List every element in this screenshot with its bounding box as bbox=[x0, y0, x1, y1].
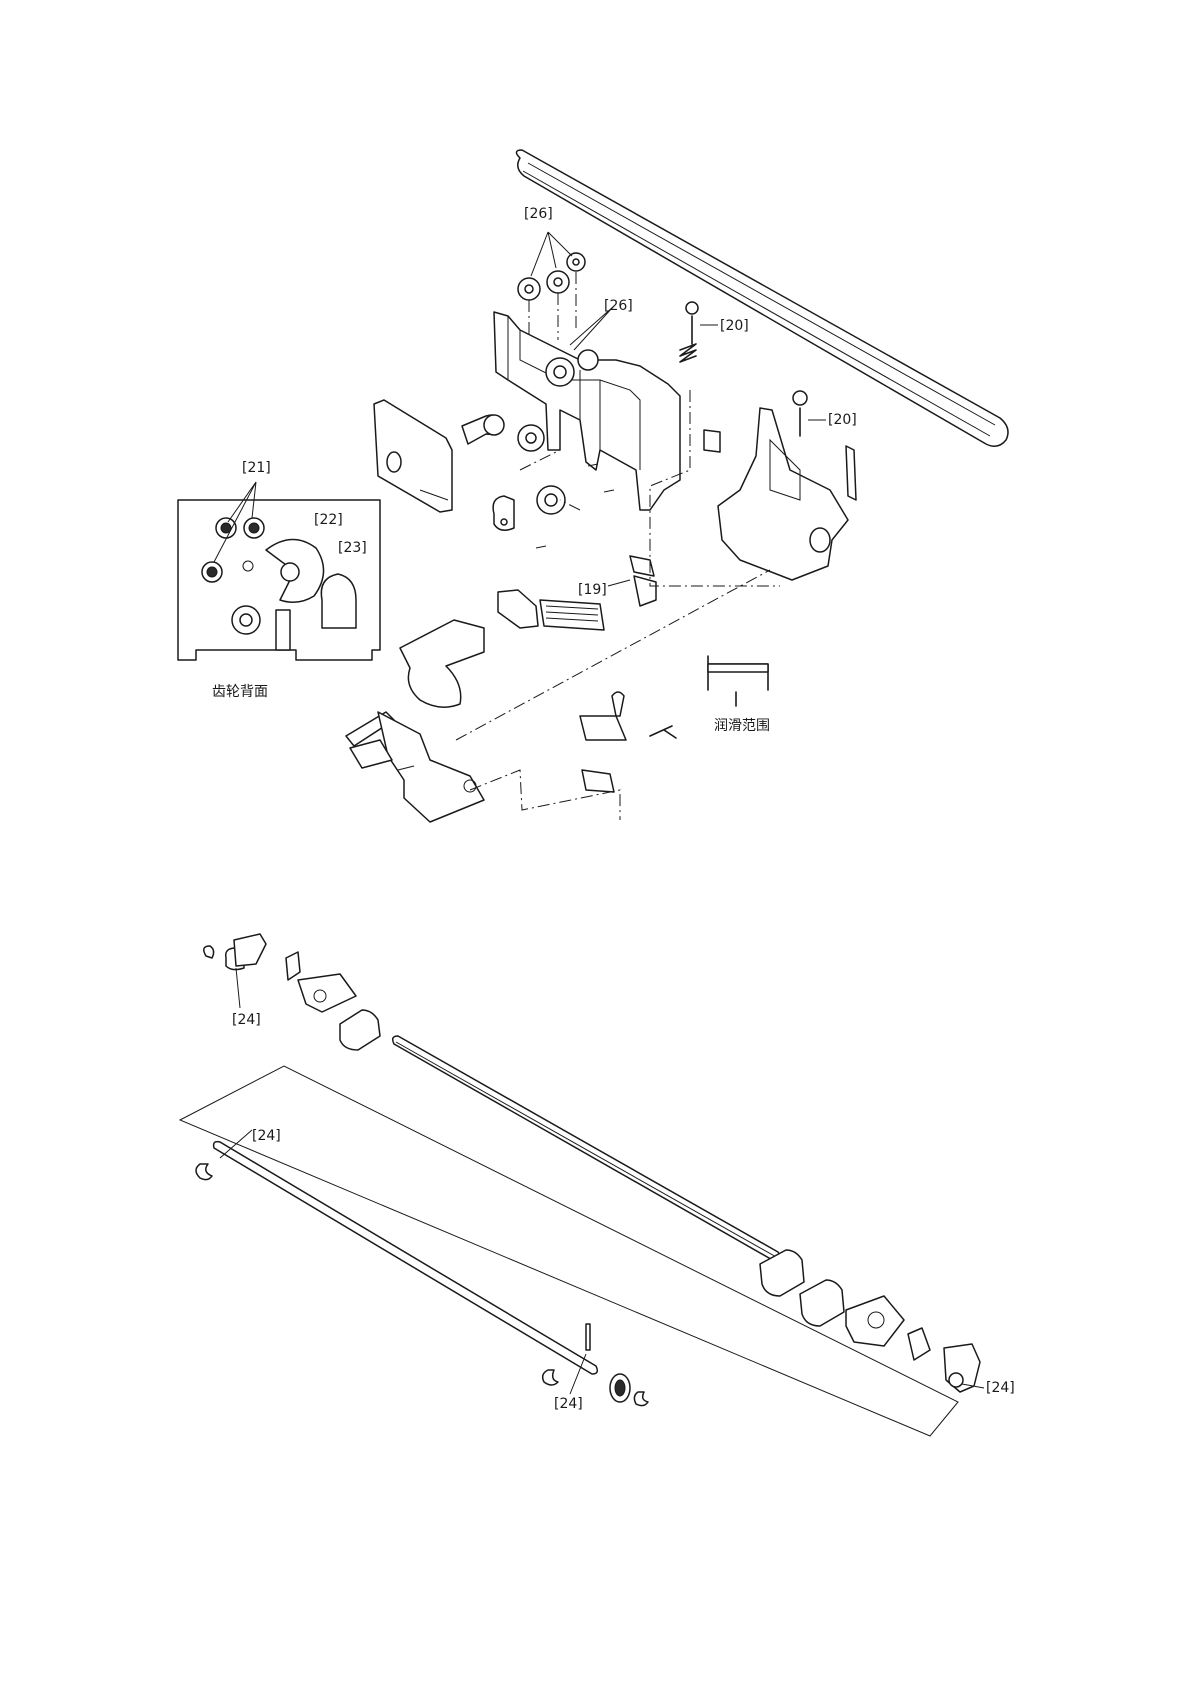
label-24-top-left: [24] bbox=[232, 1012, 261, 1028]
sensor-assembly bbox=[580, 692, 676, 792]
carriage-frame bbox=[494, 306, 680, 510]
label-26-mid: [26] bbox=[604, 298, 633, 314]
small-pad bbox=[704, 430, 720, 452]
print-head-cable bbox=[400, 590, 604, 707]
label-19: [19] bbox=[578, 582, 607, 598]
label-26-top: [26] bbox=[524, 206, 553, 222]
right-bracket bbox=[718, 408, 856, 580]
label-22: [22] bbox=[314, 512, 343, 528]
label-20-right: [20] bbox=[828, 412, 857, 428]
guide-frame bbox=[180, 1066, 958, 1436]
label-20-left: [20] bbox=[720, 318, 749, 334]
label-24-rail: [24] bbox=[252, 1128, 281, 1144]
gear-back-caption: 齿轮背面 bbox=[212, 684, 268, 700]
label-24-right: [24] bbox=[986, 1380, 1015, 1396]
spring-pin-20a bbox=[680, 302, 718, 362]
lube-range-caption: 润滑范围 bbox=[714, 717, 770, 734]
spring-pin-20b bbox=[793, 391, 826, 436]
lower-mechanism bbox=[346, 712, 484, 822]
label-21: [21] bbox=[242, 460, 271, 476]
felt-pads-19 bbox=[608, 556, 656, 606]
left-end-parts bbox=[196, 934, 380, 1180]
gear-back-view bbox=[178, 482, 380, 660]
lube-range-symbol bbox=[708, 656, 768, 706]
guide-rail bbox=[214, 1142, 598, 1374]
label-23: [23] bbox=[338, 540, 367, 556]
label-24-bottom: [24] bbox=[554, 1396, 583, 1412]
right-end-parts bbox=[760, 1250, 980, 1392]
side-plate bbox=[374, 400, 452, 512]
